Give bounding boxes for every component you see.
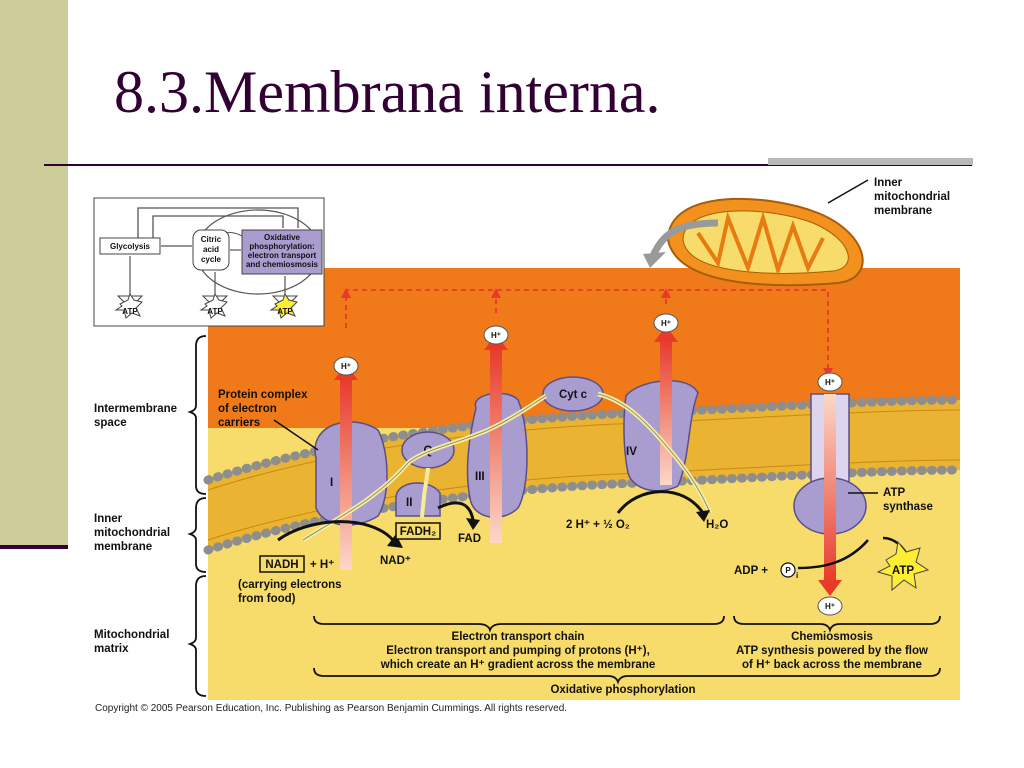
proton-arrow-iv	[660, 340, 672, 485]
oxphos-label-2: phosphorylation:	[249, 242, 314, 251]
membrane-diagram: Glycolysis Citric acid cycle Oxidative p…	[78, 168, 972, 718]
atp-synthase-label-1: ATP	[883, 487, 905, 499]
etc-title: Electron transport chain	[452, 631, 585, 643]
protein-complex-label-2: of electron	[218, 403, 277, 415]
cyt-c: Cyt c	[542, 376, 604, 412]
pi-label: P	[785, 566, 791, 575]
sidebar-band	[0, 0, 68, 545]
h-plus-badge-5: H⁺	[817, 596, 843, 616]
oxphos-label-1: Oxidative	[264, 233, 301, 242]
citric-label-3: cycle	[201, 255, 222, 264]
citric-label-2: acid	[203, 245, 219, 254]
etc-desc-2: which create an H⁺ gradient across the m…	[380, 659, 656, 671]
atp-synthase-label-2: synthase	[883, 501, 933, 513]
complex-iii-label: III	[475, 471, 485, 483]
adp-label: ADP +	[734, 565, 768, 577]
svg-text:H⁺: H⁺	[491, 331, 501, 340]
atp-burst	[876, 540, 930, 592]
svg-text:H⁺: H⁺	[825, 602, 835, 611]
fad-label: FAD	[458, 533, 481, 545]
svg-text:H⁺: H⁺	[341, 362, 351, 371]
pi-subscript: i	[796, 571, 798, 580]
copyright-notice: Copyright © 2005 Pearson Education, Inc.…	[95, 703, 568, 714]
chemiosmosis-title: Chemiosmosis	[791, 631, 873, 643]
pathway-inset: Glycolysis Citric acid cycle Oxidative p…	[93, 197, 325, 327]
matrix-label-2: matrix	[94, 643, 129, 655]
protein-complex-label-3: carriers	[218, 417, 260, 429]
slide-sidebar	[0, 0, 68, 768]
inset-atp-1: ATP	[122, 307, 138, 316]
inner-membrane-left-label-2: mitochondrial	[94, 527, 170, 539]
protein-complex-label-1: Protein complex	[218, 389, 308, 401]
h-plus-badge-2: H⁺	[483, 325, 509, 345]
carrying-label-2: from food)	[238, 593, 296, 605]
sidebar-rule	[0, 545, 68, 549]
oxphos-caption: Oxidative phosphorylation	[550, 684, 695, 696]
inner-mito-label-1: Inner	[874, 177, 903, 189]
etc-desc-1: Electron transport and pumping of proton…	[386, 645, 650, 657]
intermembrane-label-1: Intermembrane	[94, 403, 177, 415]
inner-membrane-left-label-1: Inner	[94, 513, 123, 525]
cytc-label: Cyt c	[559, 389, 588, 401]
complex-ii: II	[395, 482, 441, 517]
water-rxn-label: 2 H⁺ + ½ O₂	[566, 519, 630, 531]
oxphos-label-4: and chemiosmosis	[246, 260, 319, 269]
oxphos-label-3: electron transport	[248, 251, 317, 260]
title-accent-rule	[768, 158, 973, 165]
proton-arrow-i	[340, 378, 352, 570]
inner-mito-label-3: membrane	[874, 205, 932, 217]
h-plus-badge-1: H⁺	[333, 356, 359, 376]
slide-title: 8.3.Membrana interna.	[114, 59, 661, 125]
complex-i-label: I	[330, 477, 333, 489]
proton-arrow-iii	[490, 348, 502, 543]
nadh-label: NADH	[265, 559, 298, 571]
chemiosmosis-desc-1: ATP synthesis powered by the flow	[736, 645, 928, 657]
matrix-label-1: Mitochondrial	[94, 629, 169, 641]
h-plus-badge-4: H⁺	[817, 372, 843, 392]
chemiosmosis-desc-2: of H⁺ back across the membrane	[742, 659, 922, 671]
carrying-label-1: (carrying electrons	[238, 579, 342, 591]
nadh-plus-h: + H⁺	[310, 559, 334, 571]
complex-ii-label: II	[406, 497, 412, 509]
citric-label-1: Citric	[201, 235, 222, 244]
h-plus-badge-3: H⁺	[653, 313, 679, 333]
inner-membrane-left-label-3: membrane	[94, 541, 152, 553]
inset-atp-2: ATP	[207, 307, 223, 316]
inset-atp-3: ATP	[277, 307, 293, 316]
glycolysis-label: Glycolysis	[110, 242, 151, 251]
h2o-label: H₂O	[706, 519, 728, 531]
nad-label: NAD⁺	[380, 555, 411, 567]
svg-text:H⁺: H⁺	[825, 378, 835, 387]
atp-label: ATP	[892, 565, 914, 577]
title-rule	[44, 164, 972, 166]
intermembrane-label-2: space	[94, 417, 127, 429]
complex-iv-label: IV	[626, 446, 637, 458]
fadh2-label: FADH₂	[400, 526, 436, 538]
proton-gradient-path	[345, 289, 829, 373]
proton-arrow-synthase	[824, 394, 836, 582]
svg-text:H⁺: H⁺	[661, 319, 671, 328]
inner-mito-label-2: mitochondrial	[874, 191, 950, 203]
